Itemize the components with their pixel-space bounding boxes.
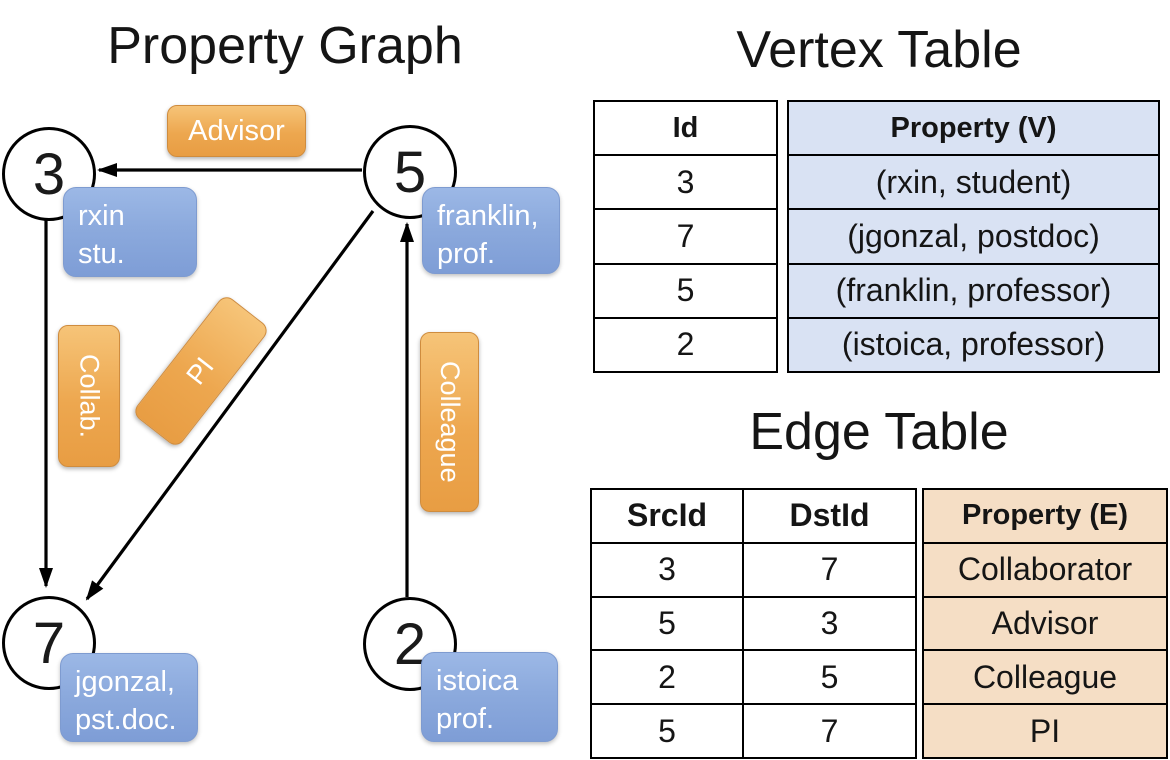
vertex-property-box-jgonzal: jgonzal, pst.doc.	[60, 653, 198, 742]
property-line: stu.	[78, 238, 125, 271]
vertex-id: 3	[32, 141, 66, 207]
property-line: franklin,	[437, 200, 539, 232]
edge-label-text: Colleague	[435, 361, 465, 483]
table-cell: 7	[820, 712, 839, 749]
vertex-table-header-property: Property (V)	[789, 102, 1158, 155]
table-cell: 7	[595, 208, 776, 262]
vertex-property-box-rxin: rxin stu.	[63, 187, 197, 277]
edge-table-header-property: Property (E)	[924, 490, 1166, 542]
property-line: rxin	[78, 200, 125, 232]
edge-table-header-srcid: SrcId	[592, 490, 744, 542]
edge-label-advisor: Advisor	[167, 105, 306, 157]
table-cell: 5	[595, 262, 776, 317]
property-line: jgonzal,	[75, 666, 175, 698]
edge-table-src-dst-columns: SrcId DstId 3 7 5 3 2 5 5 7	[590, 488, 917, 759]
edge-label-collab: Collab.	[58, 325, 120, 467]
table-cell: 3	[820, 604, 839, 641]
property-line: istoica	[436, 665, 519, 697]
property-line: prof.	[436, 703, 495, 736]
table-cell: 3	[592, 543, 744, 596]
property-line: prof.	[437, 238, 496, 271]
vertex-property-box-franklin: franklin, prof.	[422, 187, 560, 274]
property-line: pst.doc.	[75, 704, 177, 737]
vertex-table-property-column: Property (V) (rxin, student) (jgonzal, p…	[787, 100, 1160, 373]
edge-table-property-column: Property (E) Collaborator Advisor Collea…	[922, 488, 1168, 759]
table-cell: 5	[820, 658, 839, 695]
edge-table-title: Edge Table	[749, 403, 1009, 461]
table-cell: 3	[595, 154, 776, 208]
table-cell: PI	[924, 703, 1166, 757]
edge-table-header-dstid: DstId	[789, 497, 870, 534]
table-cell: 5	[592, 597, 744, 650]
vertex-id: 5	[393, 139, 427, 205]
table-cell: 2	[592, 651, 744, 704]
edge-label-text: Advisor	[188, 114, 285, 147]
edge-label-colleague: Colleague	[420, 332, 479, 512]
table-cell: (istoica, professor)	[789, 316, 1158, 372]
table-cell: Colleague	[924, 649, 1166, 704]
table-cell: 2	[595, 316, 776, 371]
table-cell: 7	[820, 551, 839, 588]
vertex-id: 2	[393, 611, 427, 677]
table-cell: (jgonzal, postdoc)	[789, 208, 1158, 263]
property-graph-title: Property Graph	[107, 17, 463, 75]
vertex-property-box-istoica: istoica prof.	[421, 652, 558, 742]
table-cell: 5	[592, 705, 744, 757]
table-cell: (franklin, professor)	[789, 262, 1158, 317]
vertex-table-header-id: Id	[672, 111, 699, 144]
graph-edges-canvas	[39, 163, 414, 601]
vertex-circle-2: 2	[363, 597, 457, 691]
table-cell: Advisor	[924, 595, 1166, 650]
vertex-table-id-column: Id 3 7 5 2	[593, 100, 778, 373]
edge-label-text: PI	[180, 351, 221, 390]
edge-line-pi-5-to-7	[85, 210, 375, 601]
vertex-id: 7	[32, 610, 66, 676]
table-cell: (rxin, student)	[789, 154, 1158, 209]
vertex-table-title: Vertex Table	[736, 21, 1022, 79]
edge-label-text: Collab.	[74, 353, 105, 439]
vertex-circle-5: 5	[363, 125, 457, 219]
table-cell: Collaborator	[924, 541, 1166, 596]
